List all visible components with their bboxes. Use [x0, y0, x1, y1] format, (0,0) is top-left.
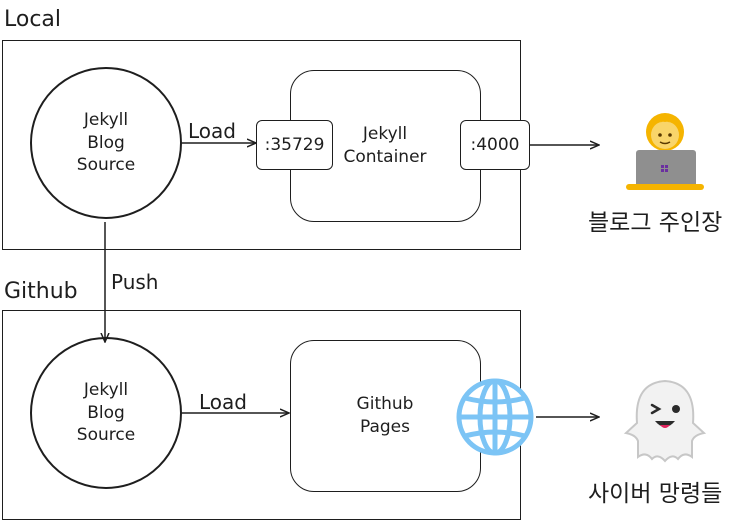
owner-caption: 블로그 주인장: [588, 210, 723, 236]
ghost-icon: [623, 379, 707, 463]
github-pages-label: Github Pages: [356, 394, 414, 437]
port-4000: :4000: [460, 120, 530, 170]
github-section-title: Github: [4, 279, 78, 304]
local-load-label: Load: [188, 119, 236, 143]
local-source-circle: Jekyll Blog Source: [30, 67, 182, 219]
github-load-label: Load: [199, 390, 247, 414]
globe-icon: [456, 378, 534, 456]
push-label: Push: [111, 270, 159, 294]
person-at-laptop-icon: [626, 113, 704, 190]
local-section-title: Local: [4, 7, 62, 32]
github-source-circle: Jekyll Blog Source: [30, 337, 182, 489]
jekyll-container-label: Jekyll Container: [343, 124, 427, 167]
port-35729: :35729: [256, 120, 333, 170]
local-source-label: Jekyll Blog Source: [76, 109, 136, 176]
visitors-caption: 사이버 망령들: [588, 481, 723, 507]
github-pages-box: [290, 340, 481, 492]
github-source-label: Jekyll Blog Source: [76, 379, 136, 446]
